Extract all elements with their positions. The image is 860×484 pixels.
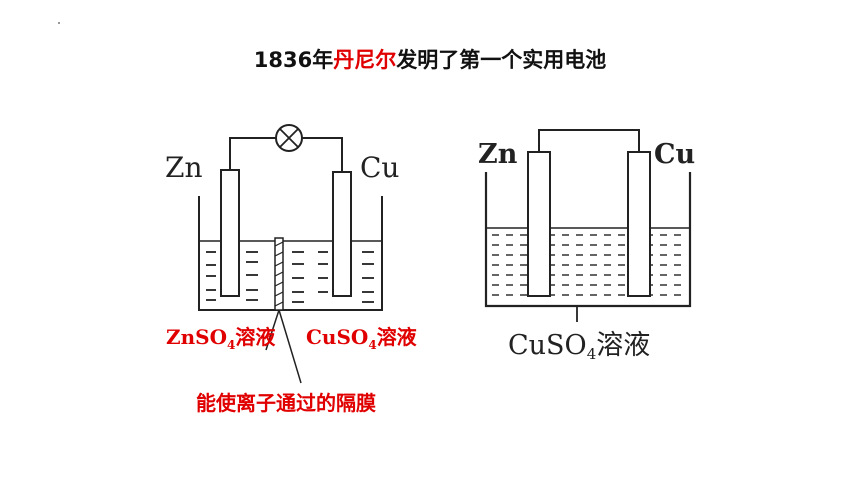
beaker-left (198, 196, 383, 311)
cu-electrode-left (332, 171, 352, 297)
zn-electrode-left (220, 169, 240, 297)
znso4-solution-label: ZnSO4溶液 (166, 325, 276, 352)
liquid-dashes-right (488, 232, 688, 302)
cu-electrode-right (627, 151, 651, 297)
cu-label-right: Cu (654, 139, 695, 170)
title-inventor: 丹尼尔 (333, 48, 397, 72)
pointer-line-2 (278, 309, 302, 384)
liquid-dashes-left (206, 251, 374, 303)
single-electrolyte-cell-right: Zn Cu CuSO4溶液 (478, 129, 695, 363)
membrane-label: 能使离子通过的隔膜 (196, 391, 376, 415)
lamp-icon (275, 124, 303, 152)
page-title: 1836年丹尼尔发明了第一个实用电池 (0, 44, 860, 74)
wire-right (538, 129, 640, 152)
stray-dot (58, 22, 60, 24)
pointer-line-1 (265, 309, 280, 351)
beaker-right (484, 172, 692, 308)
cu-label-left: Cu (360, 151, 399, 184)
zn-label-left: Zn (165, 151, 203, 184)
title-year: 1836年 (253, 48, 334, 72)
wire-left-b (302, 137, 343, 172)
wire-left-a (229, 137, 276, 170)
membrane-hatch (274, 241, 284, 307)
title-rest: 发明了第一个实用电池 (396, 48, 607, 72)
zn-label-right: Zn (478, 139, 518, 170)
cuso4-solution-label-right: CuSO4溶液 (508, 330, 650, 363)
daniell-cell-left: Zn Cu ZnSO4溶液 CuSO4溶液 能使离子通过的隔膜 (165, 124, 418, 415)
zn-electrode-right (527, 151, 551, 297)
cuso4-solution-label-left: CuSO4溶液 (306, 325, 418, 352)
